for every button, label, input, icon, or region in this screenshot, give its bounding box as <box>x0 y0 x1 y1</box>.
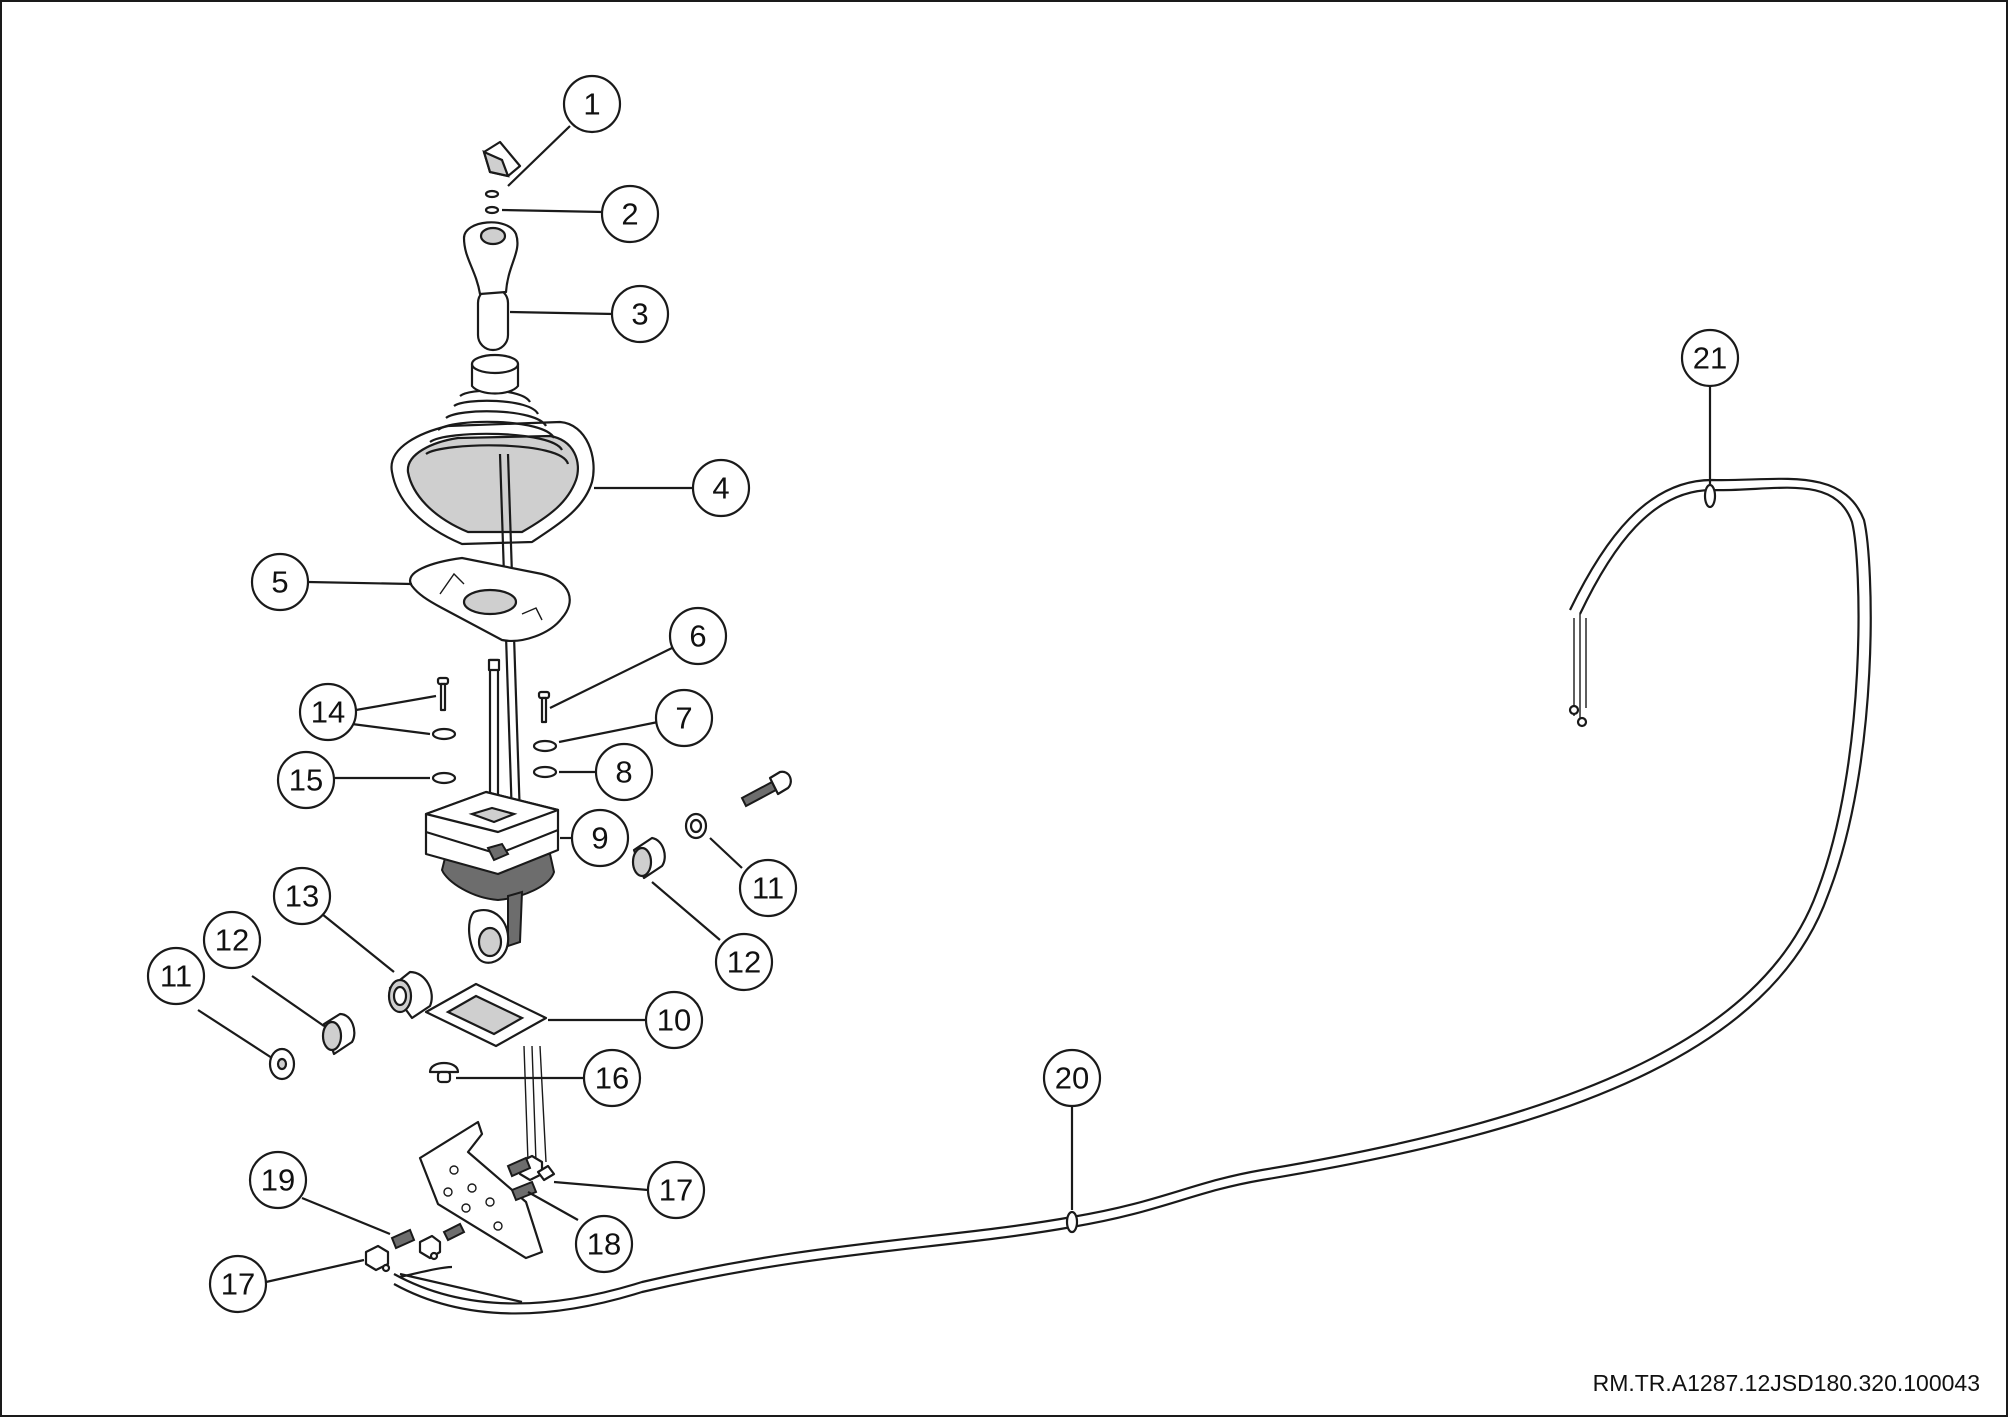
washer-part-11-left <box>268 1047 296 1081</box>
cable-clip-20 <box>1065 1210 1079 1234</box>
bushing-part-13 <box>387 970 433 1020</box>
svg-text:15: 15 <box>289 763 323 798</box>
callout-17-left: 17 <box>208 1254 268 1314</box>
svg-text:19: 19 <box>261 1163 295 1198</box>
callout-1: 1 <box>562 74 622 134</box>
washer-part-11-right <box>684 812 708 840</box>
washer-part-8 <box>532 765 558 779</box>
shift-cable <box>393 477 1872 1315</box>
plug-part-16 <box>428 1061 460 1084</box>
washer-part-15 <box>431 771 457 785</box>
mounting-bracket <box>418 1120 544 1260</box>
callout-18: 18 <box>574 1214 634 1274</box>
callout-5: 5 <box>250 552 310 612</box>
svg-text:10: 10 <box>657 1003 691 1038</box>
svg-text:21: 21 <box>1693 341 1727 376</box>
svg-text:17: 17 <box>659 1173 693 1208</box>
callout-14: 14 <box>298 682 358 742</box>
svg-text:12: 12 <box>215 923 249 958</box>
callout-8: 8 <box>594 742 654 802</box>
callout-6: 6 <box>668 606 728 666</box>
callout-20: 20 <box>1042 1048 1102 1108</box>
ring-part-2a <box>484 189 500 199</box>
svg-text:17: 17 <box>221 1267 255 1302</box>
svg-text:2: 2 <box>621 197 638 232</box>
cable-clip-21 <box>1703 483 1717 509</box>
svg-text:11: 11 <box>752 871 784 906</box>
callout-10: 10 <box>644 990 704 1050</box>
ring-part-2b <box>484 205 500 215</box>
callout-7: 7 <box>654 688 714 748</box>
svg-text:12: 12 <box>727 945 761 980</box>
callout-13: 13 <box>272 866 332 926</box>
svg-text:7: 7 <box>675 701 692 736</box>
callout-21: 21 <box>1680 328 1740 388</box>
callout-2: 2 <box>600 184 660 244</box>
callout-12-right: 12 <box>714 932 774 992</box>
bolt-part-14 <box>436 676 450 712</box>
callout-9: 9 <box>570 808 630 868</box>
shifter-base-part-9 <box>424 658 560 964</box>
svg-text:3: 3 <box>631 297 648 332</box>
svg-text:20: 20 <box>1055 1061 1089 1096</box>
spring-part-19 <box>390 1222 466 1250</box>
svg-text:18: 18 <box>587 1227 621 1262</box>
callout-12-left: 12 <box>202 910 262 970</box>
svg-text:16: 16 <box>595 1061 629 1096</box>
callout-15: 15 <box>276 750 336 810</box>
boot-part-4 <box>390 353 595 546</box>
cap-part-1 <box>482 140 522 178</box>
callout-11-right: 11 <box>738 858 798 918</box>
clamp-part-17-bottom <box>364 1234 442 1273</box>
callout-17-right: 17 <box>646 1160 706 1220</box>
svg-text:11: 11 <box>160 959 192 994</box>
svg-text:14: 14 <box>311 695 345 730</box>
svg-text:1: 1 <box>583 87 600 122</box>
leader-lines <box>197 125 1712 1284</box>
callout-4: 4 <box>691 458 751 518</box>
bushing-part-12-right <box>631 836 666 880</box>
callout-16: 16 <box>582 1048 642 1108</box>
washer-part-7 <box>532 739 558 753</box>
bushing-part-12-left <box>321 1012 356 1056</box>
callout-3: 3 <box>610 284 670 344</box>
washer-part-14 <box>431 727 457 741</box>
svg-text:8: 8 <box>615 755 632 790</box>
knob-part-3 <box>462 221 519 352</box>
svg-text:4: 4 <box>712 471 729 506</box>
svg-text:13: 13 <box>285 879 319 914</box>
svg-text:5: 5 <box>271 565 288 600</box>
spring-part-18 <box>506 1156 538 1202</box>
callout-19: 19 <box>248 1150 308 1210</box>
callout-11-left: 11 <box>146 946 206 1006</box>
svg-text:9: 9 <box>591 821 608 856</box>
bolt-large <box>740 770 792 808</box>
frame-part-10 <box>424 982 548 1048</box>
reference-code: RM.TR.A1287.12JSD180.320.100043 <box>1592 1370 1980 1396</box>
bolt-part-6 <box>537 690 551 724</box>
gasket-part-5 <box>409 556 571 642</box>
svg-text:6: 6 <box>689 619 706 654</box>
